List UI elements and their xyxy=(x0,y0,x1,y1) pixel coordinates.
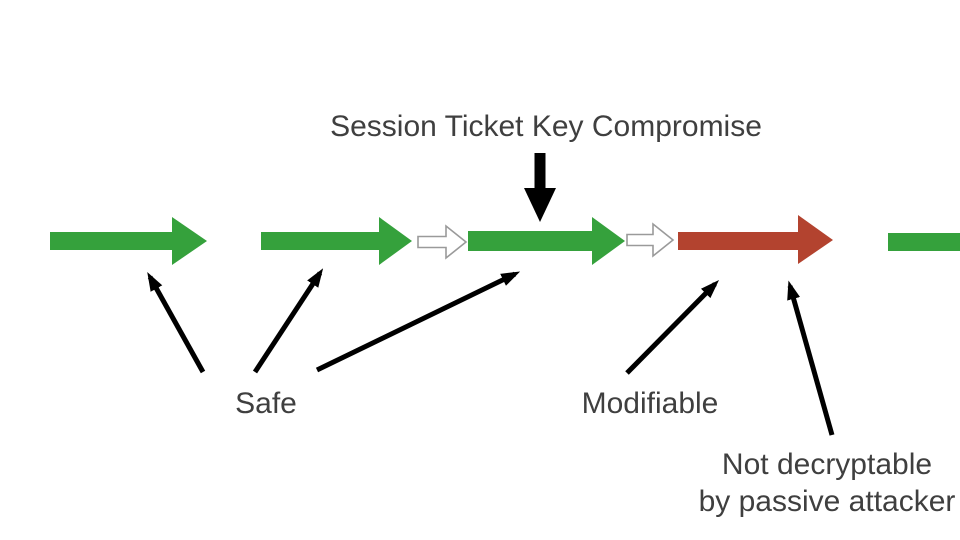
ticket-resumption-arrow-1-icon xyxy=(417,224,468,260)
ticket-resumption-arrow-2-icon xyxy=(626,222,675,258)
not-decryptable-label-line1: Not decryptable xyxy=(721,448,933,481)
not-decryptable-label-line2: by passive attacker xyxy=(698,485,956,518)
safe-session-arrow-1-icon xyxy=(50,217,207,265)
modifiable-label: Modifiable xyxy=(581,387,719,420)
safe-pointer-arrow-1 xyxy=(147,272,206,374)
not-decryptable-pointer-arrow xyxy=(787,280,835,436)
safe-session-arrow-2-icon xyxy=(261,217,412,265)
safe-session-arrow-4-icon xyxy=(888,233,960,251)
compromised-session-arrow-icon xyxy=(678,215,833,264)
safe-pointer-arrow-3 xyxy=(315,271,521,373)
modifiable-pointer-arrow xyxy=(625,279,720,375)
compromise-down-arrow-icon xyxy=(524,153,556,222)
safe-session-arrow-3-icon xyxy=(468,217,625,265)
safe-pointer-arrow-2 xyxy=(252,268,324,374)
safe-label: Safe xyxy=(235,387,297,420)
not-decryptable-label: Not decryptable by passive attacker xyxy=(699,446,956,520)
diagram-title: Session Ticket Key Compromise xyxy=(330,110,762,143)
